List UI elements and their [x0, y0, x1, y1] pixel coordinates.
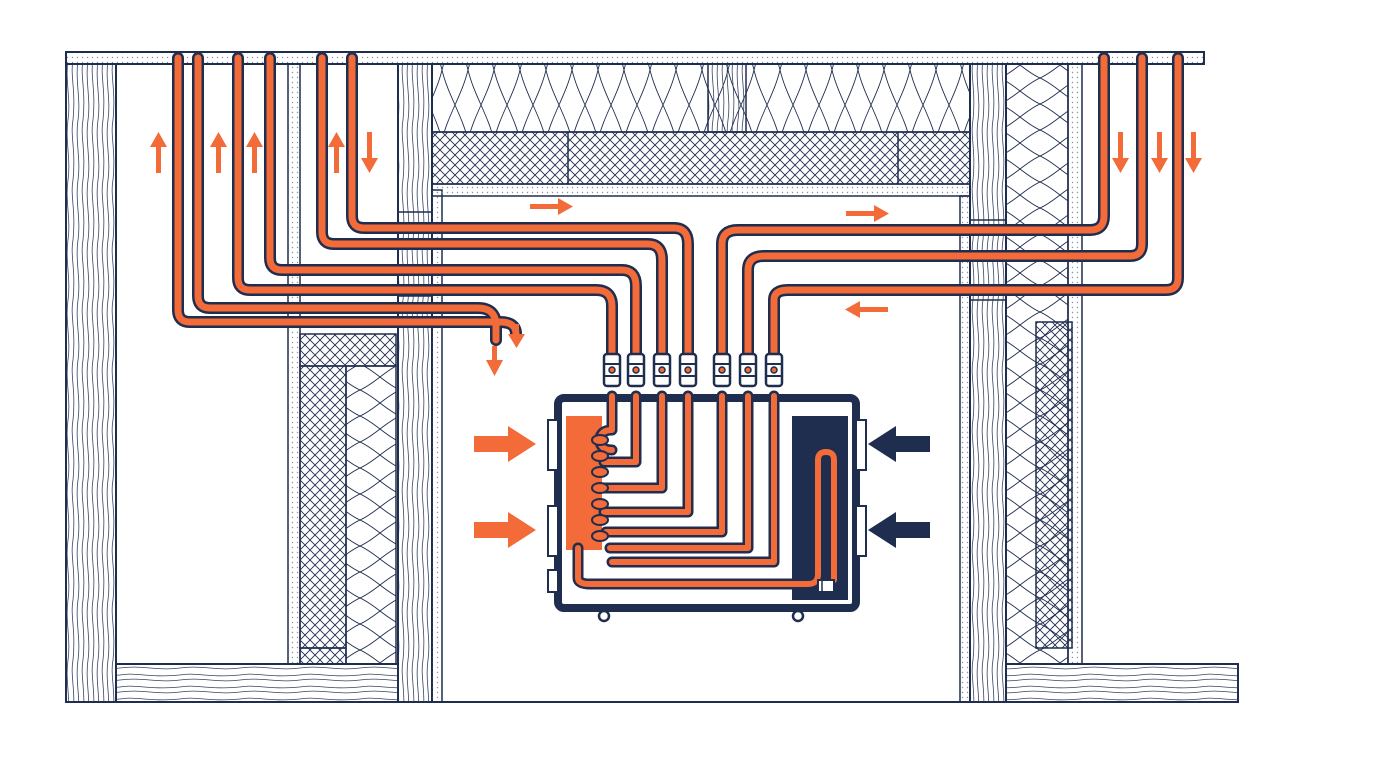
arrow-down-icon — [361, 132, 378, 173]
arrow-down-icon — [1185, 132, 1202, 173]
arrow-up-icon — [210, 132, 227, 173]
arrow-left-icon — [845, 301, 888, 318]
batt-insulation-left — [345, 365, 397, 665]
header-beam-center — [707, 63, 747, 133]
valve-icon — [738, 352, 758, 388]
valve-icon — [712, 352, 732, 388]
wood-stud-center-right — [969, 63, 1007, 703]
wood-stud-center-left — [397, 63, 433, 703]
arrow-left-icon — [868, 426, 930, 462]
rigid-insulation-right — [1035, 321, 1073, 649]
rigid-insulation-left — [299, 365, 347, 649]
drywall-center-right — [959, 195, 971, 703]
arrow-up-icon — [150, 132, 167, 173]
valve-row — [602, 352, 784, 388]
valve-icon — [652, 352, 672, 388]
valve-icon — [678, 352, 698, 388]
arrow-up-icon — [328, 132, 345, 173]
arrow-down-icon — [508, 324, 525, 348]
valve-icon — [602, 352, 622, 388]
rigid-insulation-left-base — [299, 647, 347, 665]
arrow-down-icon — [1151, 132, 1168, 173]
flow-arrows — [150, 132, 1202, 548]
valve-icon — [764, 352, 784, 388]
arrow-down-icon — [1112, 132, 1129, 173]
arrow-right-icon — [474, 426, 536, 462]
arrow-up-icon — [246, 132, 263, 173]
arrow-right-icon — [474, 512, 536, 548]
drywall-header — [431, 183, 971, 197]
sill-plate-right — [1005, 663, 1239, 703]
bracket-icon — [817, 579, 835, 593]
arrow-right-icon — [846, 205, 889, 222]
arrow-down-icon — [486, 346, 503, 376]
wood-stud-left — [65, 63, 117, 703]
batt-insulation-header — [431, 63, 971, 133]
drywall-left-inner — [287, 63, 301, 665]
arrow-left-icon — [868, 512, 930, 548]
valve-icon — [626, 352, 646, 388]
rigid-insulation-left-top — [299, 333, 397, 367]
manifold-loops — [572, 390, 840, 590]
arrow-right-icon — [530, 198, 573, 215]
sill-plate-left — [115, 663, 399, 703]
rigid-insulation-header — [431, 131, 971, 185]
